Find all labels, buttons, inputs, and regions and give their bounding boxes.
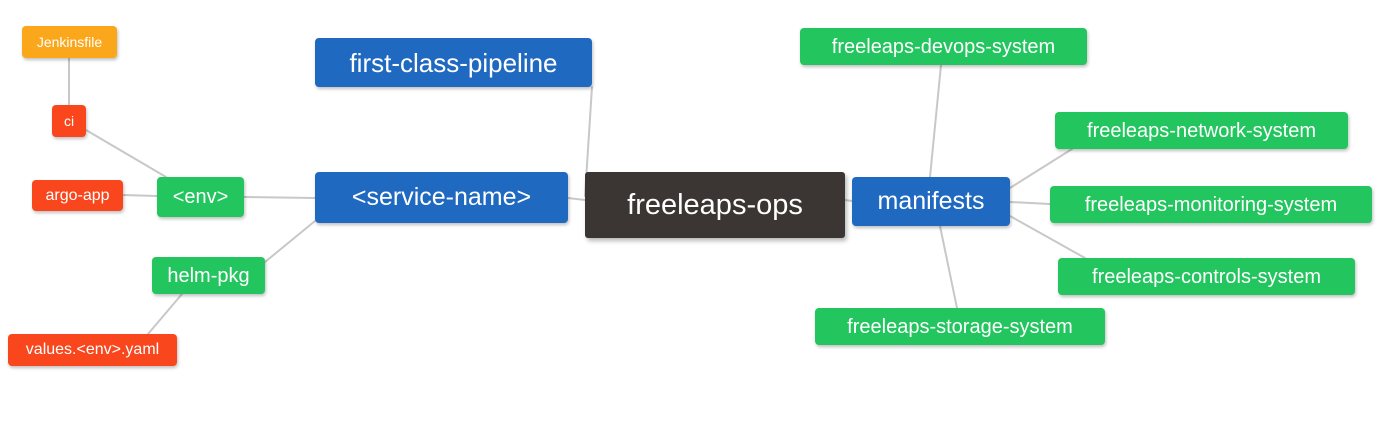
node-label: ci <box>63 113 75 129</box>
node-first-class-pipeline[interactable]: first-class-pipeline <box>315 38 592 87</box>
node-label: <service-name> <box>351 183 532 211</box>
node-freeleaps-ops[interactable]: freeleaps-ops <box>585 172 845 238</box>
node-freeleaps-devops-system[interactable]: freeleaps-devops-system <box>800 28 1087 65</box>
node-freeleaps-network-system[interactable]: freeleaps-network-system <box>1055 112 1348 149</box>
node-jenkinsfile[interactable]: Jenkinsfile <box>22 26 117 58</box>
edge-manifests-to-freeleaps-devops-system <box>929 64 942 178</box>
edge-manifests-to-freeleaps-storage-system <box>939 225 958 309</box>
node-helm-pkg[interactable]: helm-pkg <box>152 257 265 294</box>
edge-env-to-argo-app <box>122 194 158 197</box>
node-label: helm-pkg <box>167 264 250 287</box>
node-values-yaml[interactable]: values.<env>.yaml <box>8 334 177 366</box>
node-label: freeleaps-storage-system <box>847 315 1073 338</box>
node-freeleaps-storage-system[interactable]: freeleaps-storage-system <box>815 308 1105 345</box>
node-label: freeleaps-devops-system <box>831 35 1056 58</box>
node-freeleaps-monitoring-system[interactable]: freeleaps-monitoring-system <box>1050 186 1372 223</box>
node-label: Jenkinsfile <box>36 34 103 50</box>
edge-manifests-to-freeleaps-monitoring-system <box>1009 201 1051 205</box>
node-argo-app[interactable]: argo-app <box>32 180 123 211</box>
node-label: <env> <box>172 186 229 208</box>
node-freeleaps-controls-system[interactable]: freeleaps-controls-system <box>1058 258 1355 295</box>
node-ci[interactable]: ci <box>52 105 86 137</box>
edge-env-to-ci <box>85 129 167 178</box>
node-label: freeleaps-ops <box>627 188 803 221</box>
node-manifests[interactable]: manifests <box>852 177 1010 226</box>
node-label: freeleaps-controls-system <box>1092 265 1321 288</box>
node-service-name[interactable]: <service-name> <box>315 172 568 223</box>
node-label: first-class-pipeline <box>349 47 558 78</box>
edge-manifests-to-freeleaps-network-system <box>1009 148 1073 189</box>
node-label: argo-app <box>45 186 110 204</box>
edge-helm-pkg-to-values-yaml <box>147 293 183 335</box>
node-label: freeleaps-network-system <box>1087 119 1316 142</box>
node-label: values.<env>.yaml <box>25 341 160 358</box>
edge-service-name-to-helm-pkg <box>264 220 316 263</box>
edge-freeleaps-ops-to-service-name <box>567 197 586 201</box>
node-label: freeleaps-monitoring-system <box>1084 193 1338 216</box>
edge-service-name-to-env <box>243 196 316 199</box>
node-env[interactable]: <env> <box>157 177 244 217</box>
edge-freeleaps-ops-to-manifests <box>844 199 853 202</box>
node-label: manifests <box>877 187 985 215</box>
